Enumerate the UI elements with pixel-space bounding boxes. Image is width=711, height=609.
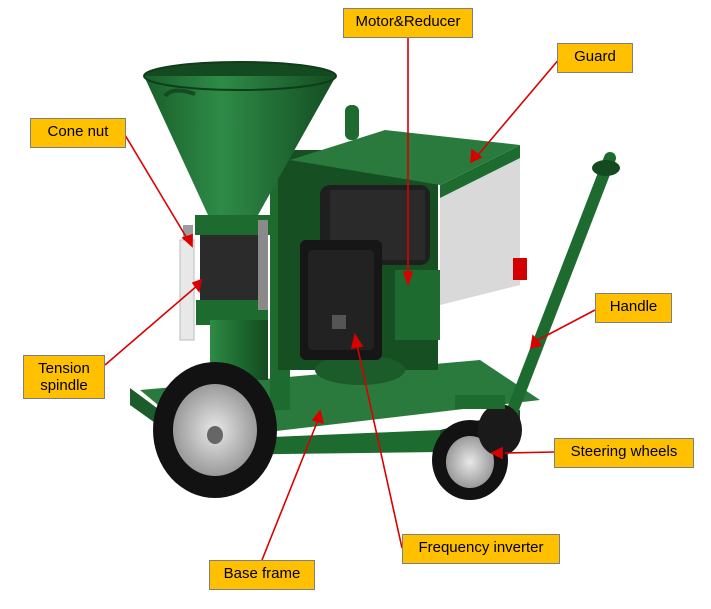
label-tension-spindle-line1: Tension bbox=[38, 360, 90, 377]
leader-lines bbox=[104, 38, 596, 561]
leader-base-frame bbox=[261, 419, 319, 561]
leader-frequency-inverter bbox=[356, 344, 403, 549]
hopper-cone-shape bbox=[143, 61, 337, 215]
pump-body-shape bbox=[179, 215, 270, 380]
label-handle: Handle bbox=[595, 293, 672, 323]
main-wheel-shape bbox=[153, 362, 277, 498]
steering-wheel-shape bbox=[432, 395, 522, 500]
leader-steering-wheels bbox=[504, 451, 556, 454]
leader-guard bbox=[477, 57, 561, 156]
label-base-frame: Base frame bbox=[209, 560, 315, 590]
leader-tension-spindle bbox=[104, 284, 199, 366]
guard-shape bbox=[290, 130, 527, 305]
label-guard: Guard bbox=[557, 43, 633, 73]
leader-cone-nut bbox=[124, 134, 189, 241]
label-steering-wheels: Steering wheels bbox=[554, 438, 694, 468]
leader-handle bbox=[537, 309, 596, 341]
label-cone-nut: Cone nut bbox=[30, 118, 126, 148]
handle-shape bbox=[499, 152, 620, 436]
label-tension-spindle-line2: spindle bbox=[40, 377, 88, 394]
label-tension-spindle: Tension spindle bbox=[23, 355, 105, 399]
frequency-inverter-shape bbox=[300, 240, 382, 360]
label-frequency-inverter: Frequency inverter bbox=[402, 534, 560, 564]
label-motor-reducer: Motor&Reducer bbox=[343, 8, 473, 38]
